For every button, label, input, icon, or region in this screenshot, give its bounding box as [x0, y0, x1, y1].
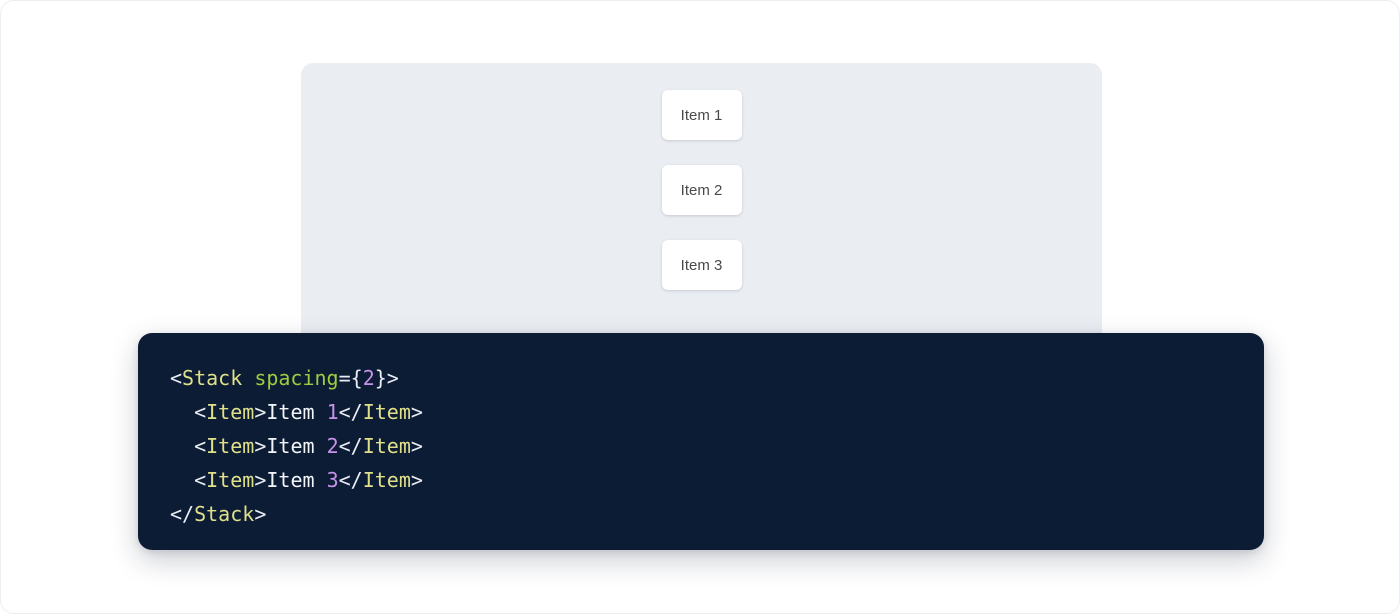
code-token-punct: < [194, 468, 207, 492]
code-token-tag: Item [362, 400, 411, 424]
code-token-punct: </ [170, 502, 195, 526]
code-token-punct: > [254, 434, 267, 458]
code-token-tag: Item [362, 468, 411, 492]
code-token-tag: Item [206, 434, 255, 458]
code-token-attr: spacing [254, 366, 339, 390]
stack-item-label: Item 3 [680, 256, 723, 274]
code-token-punct: }> [374, 366, 399, 390]
code-token-text [170, 468, 194, 492]
code-token-text: Item [266, 434, 327, 458]
code-lines: <Stack spacing={2}> <Item>Item 1</Item> … [170, 361, 1264, 531]
stack-container: Item 1 Item 2 Item 3 [661, 90, 742, 290]
code-token-punct: < [170, 366, 183, 390]
code-token-punct: > [410, 400, 423, 424]
code-token-punct: </ [338, 434, 363, 458]
code-line: <Stack spacing={2}> [170, 361, 1264, 395]
code-token-punct: > [254, 468, 267, 492]
code-token-punct: </ [338, 468, 363, 492]
stack-item: Item 2 [661, 165, 742, 215]
code-token-text: Item [266, 468, 327, 492]
code-token-punct: > [410, 434, 423, 458]
code-token-tag: Item [362, 434, 411, 458]
stack-item: Item 3 [661, 240, 742, 290]
code-line: </Stack> [170, 497, 1264, 531]
code-token-num: 3 [326, 468, 339, 492]
code-line: <Item>Item 3</Item> [170, 463, 1264, 497]
code-line: <Item>Item 2</Item> [170, 429, 1264, 463]
code-token-num: 2 [362, 366, 375, 390]
component-preview-panel: Item 1 Item 2 Item 3 [301, 63, 1102, 363]
code-token-punct: > [254, 400, 267, 424]
code-token-text [170, 400, 194, 424]
code-token-punct: < [194, 434, 207, 458]
stack-item-label: Item 2 [680, 181, 723, 199]
code-line: <Item>Item 1</Item> [170, 395, 1264, 429]
code-token-punct: ={ [338, 366, 363, 390]
code-token-num: 2 [326, 434, 339, 458]
stack-item: Item 1 [661, 90, 742, 140]
code-token-tag: Stack [194, 502, 255, 526]
code-token-tag: Stack [182, 366, 243, 390]
code-token-punct: < [194, 400, 207, 424]
code-token-num: 1 [326, 400, 339, 424]
code-token-punct: > [254, 502, 267, 526]
code-token-tag: Item [206, 468, 255, 492]
code-token-punct: > [410, 468, 423, 492]
code-token-text: Item [266, 400, 327, 424]
stack-item-label: Item 1 [680, 106, 723, 124]
code-token-text [170, 434, 194, 458]
code-token-punct: </ [338, 400, 363, 424]
code-token-text [242, 366, 254, 390]
code-snippet-block: <Stack spacing={2}> <Item>Item 1</Item> … [138, 333, 1264, 550]
code-token-tag: Item [206, 400, 255, 424]
